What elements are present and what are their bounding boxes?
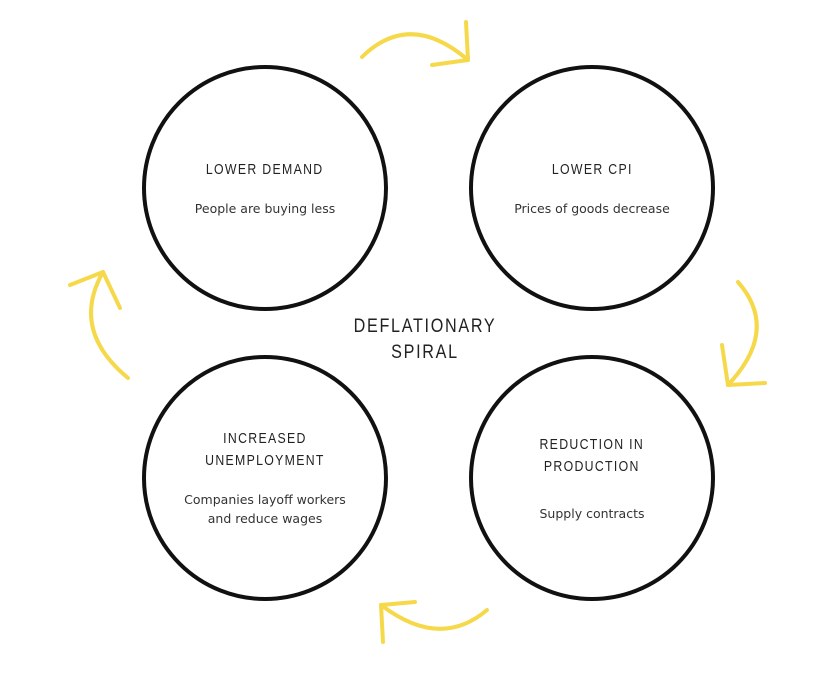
circle-reduction-production [469,355,715,601]
circle-lower-cpi [469,65,715,311]
node-lower-cpi: LOWER CPI Prices of goods decrease [470,66,714,310]
node-description: Companies layoff workers and reduce wage… [184,492,346,526]
center-label: DEFLATIONARY SPIRAL [353,316,497,363]
circle-lower-demand [142,65,388,311]
node-increased-unemployment: INCREASED UNEMPLOYMENT Companies layoff … [143,356,387,600]
node-description: Supply contracts [539,505,645,521]
circle-increased-unemployment [142,355,388,601]
arrow-left-icon [68,270,130,380]
node-lower-demand: LOWER DEMAND People are buying less [143,66,387,310]
node-reduction-production: REDUCTION IN PRODUCTION Supply contracts [470,356,714,600]
node-description: Prices of goods decrease [514,200,670,216]
arrow-right-icon [720,280,767,387]
node-title: LOWER DEMAND [206,160,324,178]
node-title: INCREASED UNEMPLOYMENT [205,430,325,469]
node-title: LOWER CPI [551,160,633,178]
arrow-bottom-icon [379,600,489,644]
arrow-top-icon [360,20,470,67]
node-description: People are buying less [194,200,336,216]
node-title: REDUCTION IN PRODUCTION [539,435,645,475]
